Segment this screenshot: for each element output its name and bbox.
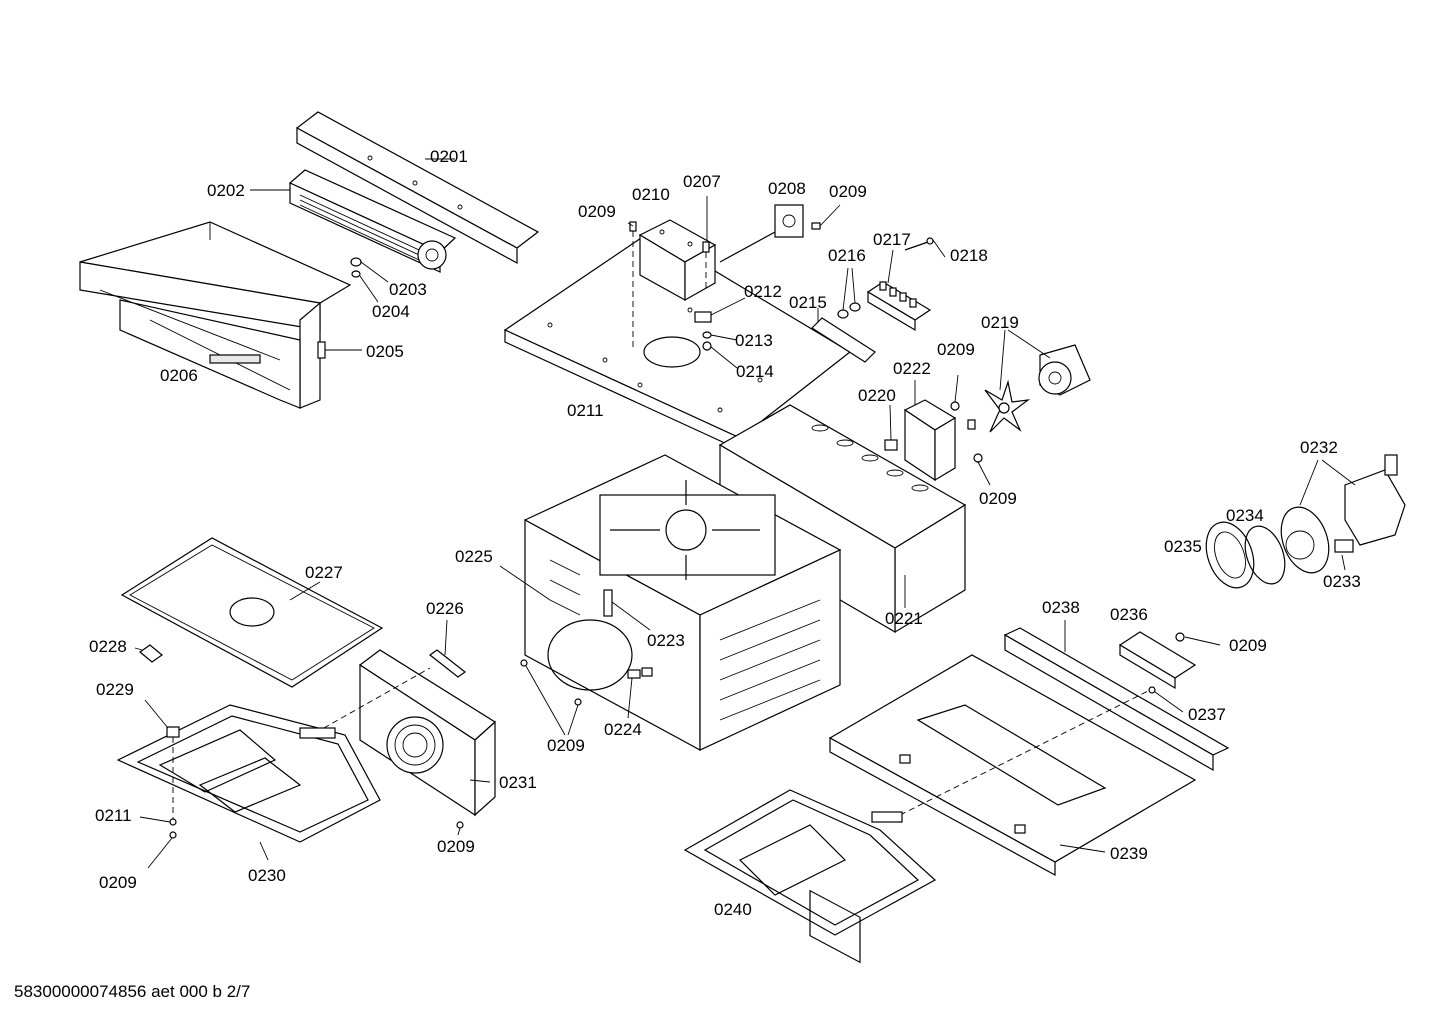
screw-0209-cover [456,821,464,836]
part-0230-grill-element [116,667,431,861]
callout-0233: 0233 [1323,572,1361,591]
callout-0235: 0235 [1164,537,1202,556]
parts-0236-0237 [1118,631,1221,713]
callout-0232: 0232 [1300,438,1338,457]
part-0202-cooling-fan [250,169,457,273]
part-0226-bracket [428,619,467,678]
callout-0208: 0208 [768,179,806,198]
part-0218-screw [904,237,946,258]
callout-0211-plate: 0211 [567,401,604,420]
callout-0209-top-right: 0209 [829,182,867,201]
callout-0215: 0215 [789,293,827,312]
callout-0237: 0237 [1188,705,1226,724]
part-0228-clip [134,644,163,663]
callout-0225: 0225 [455,547,493,566]
part-0206-air-duct [79,221,352,409]
callout-0234: 0234 [1226,506,1264,525]
document-code: 58300000074856 aet 000 b 2/7 [14,982,251,1001]
part-0208-thermostat [719,204,841,263]
callout-0220: 0220 [858,386,896,405]
parts-0212-0214 [694,297,746,369]
callout-0226: 0226 [426,599,464,618]
screws-0207-0209 [627,196,710,350]
callout-0219: 0219 [981,313,1019,332]
part-0240-bottom-element [683,689,1151,936]
callout-0209-rear: 0209 [979,489,1017,508]
callout-0209-fan: 0209 [937,340,975,359]
callout-0238: 0238 [1042,598,1080,617]
part-0239-bottom-frame [828,654,1197,877]
callout-0209-lamp: 0209 [1229,636,1267,655]
part-0224-connector [627,667,653,719]
callout-0203: 0203 [389,280,427,299]
callout-0205: 0205 [366,342,404,361]
part-0222-motor-bracket [903,380,957,482]
callout-0236: 0236 [1110,605,1148,624]
callout-0221: 0221 [885,609,923,628]
callout-0210: 0210 [632,185,670,204]
parts-0203-0205-fasteners [317,257,389,359]
callout-0209-cover: 0209 [437,837,475,856]
callout-0216: 0216 [828,246,866,265]
callout-0213: 0213 [735,331,773,350]
callout-0211-left: 0211 [95,806,132,825]
callout-0212: 0212 [744,282,782,301]
callout-0209-bottom-left: 0209 [99,873,137,892]
callout-0231: 0231 [499,773,537,792]
callout-0218: 0218 [950,246,988,265]
screws-0209-cavity [520,659,582,736]
parts-0229-0211-0209-left [139,699,180,869]
callout-0202: 0202 [207,181,245,200]
callout-0204: 0204 [372,302,410,321]
callout-0206: 0206 [160,366,198,385]
callout-0239: 0239 [1110,844,1148,863]
part-cavity [523,454,842,752]
callout-0209-cavity: 0209 [547,736,585,755]
parts-0232-0235-lamp [1205,454,1406,589]
screws-0209-rear [950,374,991,486]
part-0219-convection-fan [967,329,1091,433]
callout-0222: 0222 [893,359,931,378]
callout-0223: 0223 [647,631,685,650]
callout-0240: 0240 [714,900,752,919]
callout-0214: 0214 [736,362,774,381]
part-0216-nuts [837,267,861,319]
callout-0207: 0207 [683,172,721,191]
callout-0217: 0217 [873,230,911,249]
part-0217-terminal-block [866,249,932,332]
part-0227-bottom-plate [120,537,384,688]
callout-0227: 0227 [305,563,343,582]
callout-0201: 0201 [430,147,468,166]
part-0231-fan-cover [358,649,496,817]
callout-0229: 0229 [96,680,134,699]
callout-0228: 0228 [89,637,127,656]
part-0201-top-rail [295,111,540,265]
part-0220-spacer [884,404,898,451]
part-0215-seal [811,308,876,363]
callout-0224: 0224 [604,720,642,739]
part-0238-side-rail [1003,620,1230,772]
part-0225-cable-loop [499,565,651,691]
callout-0230: 0230 [248,866,286,885]
callout-0209-top-left: 0209 [578,202,616,221]
